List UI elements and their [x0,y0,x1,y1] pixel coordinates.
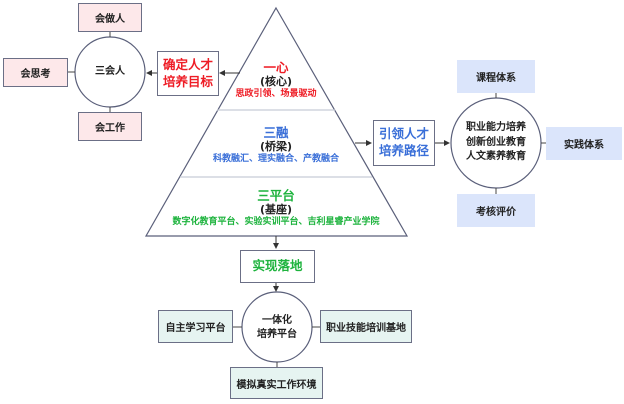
pyramid-top-title: 一心 [263,59,289,75]
self-study-platform-label: 自主学习平台 [165,323,226,334]
pyramid-top-section: 一心 (核心) 思政引领、场景驱动 [196,54,356,106]
three-abilities-label: 三会人 [80,64,140,80]
practice-system-box: 实践体系 [546,127,622,160]
practice-system-label: 实践体系 [564,140,604,151]
assessment-box: 考核评价 [457,194,535,227]
integrated-platform-text: 一体化 培养平台 [247,312,307,344]
can-think-label: 会思考 [20,69,51,80]
vocational-training-base-label: 职业技能培训基地 [326,323,406,334]
training-path-line2: 培养路径 [378,143,429,158]
pyramid-bottom-desc: 数字化教育平台、实验实训平台、吉利星睿产业学院 [172,217,380,228]
curriculum-system-label: 课程体系 [476,73,516,84]
integrated-platform-line1: 一体化 [262,314,292,326]
education-line3: 人文素养教育 [466,151,526,163]
implementation-label: 实现落地 [252,258,303,274]
pyramid-bottom-section: 三平台 (基座) 数字化教育平台、实验实训平台、吉利星睿产业学院 [156,182,396,234]
training-path-line1: 引领人才 [378,126,429,142]
assessment-label: 考核评价 [476,207,516,218]
curriculum-system-box: 课程体系 [457,60,535,93]
training-goal-line2: 培养目标 [162,73,213,89]
integrated-platform-line2: 培养平台 [257,329,297,340]
simulated-work-environment-label: 模拟真实工作环境 [236,379,317,391]
implementation-box: 实现落地 [240,250,315,283]
be-a-good-person-label: 会做人 [95,14,125,25]
pyramid-bottom-title: 三平台 [257,187,295,203]
education-circle-text: 职业能力培养 创新创业教育 人文素养教育 [454,118,538,168]
education-line1: 职业能力培养 [466,122,526,134]
pyramid-top-subtitle: (核心) [259,75,293,89]
training-goal-box: 确定人才 培养目标 [157,51,219,96]
pyramid-middle-desc: 科教融汇、理实融合、产教融合 [212,154,339,165]
three-abilities-text: 三会人 [95,65,125,77]
can-think-box: 会思考 [3,58,68,87]
pyramid-middle-section: 三融 (桥梁) 科教融汇、理实融合、产教融合 [186,119,366,171]
education-line2: 创新创业教育 [466,136,526,148]
can-work-label: 会工作 [95,123,125,134]
pyramid-bottom-subtitle: (基座) [259,203,293,217]
self-study-platform-box: 自主学习平台 [158,310,233,343]
can-work-box: 会工作 [78,112,142,141]
training-goal-line1: 确定人才 [162,56,213,72]
be-a-good-person-box: 会做人 [78,3,142,32]
simulated-work-environment-box: 模拟真实工作环境 [230,367,323,399]
pyramid-top-desc: 思政引领、场景驱动 [235,89,317,100]
training-path-box: 引领人才 培养路径 [373,120,435,166]
pyramid-middle-subtitle: (桥梁) [259,140,293,154]
pyramid-middle-title: 三融 [263,124,289,140]
vocational-training-base-box: 职业技能培训基地 [320,310,412,343]
